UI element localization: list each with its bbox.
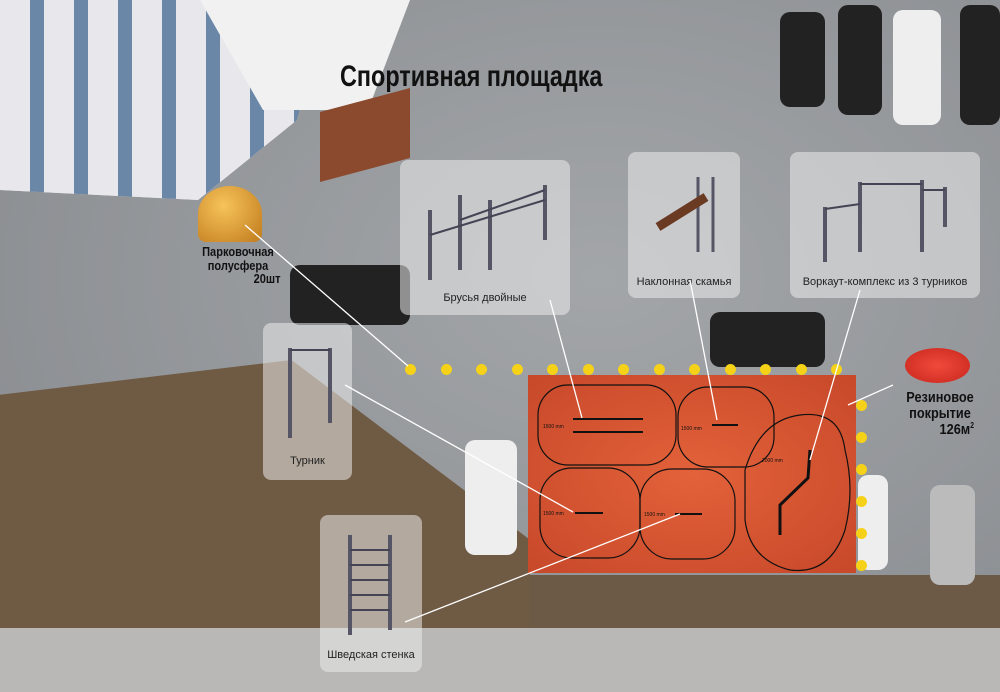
workout-complex-icon — [823, 180, 947, 262]
parked-car — [838, 5, 882, 115]
equipment-card-pull-up-bar: Турник — [263, 323, 352, 480]
arrow — [549, 299, 583, 419]
parked-car — [893, 10, 941, 125]
zone-outline — [744, 413, 851, 572]
wall-bars-icon — [348, 535, 392, 635]
bollard-dot — [511, 364, 523, 375]
bollard-dot — [856, 400, 867, 411]
bollard-dot — [856, 464, 867, 475]
bollard-dot — [689, 364, 700, 375]
arrow — [344, 384, 574, 513]
dimension-label: 1500 mm — [543, 424, 564, 430]
bollard-dot — [582, 364, 594, 375]
bollard-dot — [618, 364, 629, 375]
bollard-dot — [476, 364, 487, 375]
dimension-label: 2000 mm — [762, 458, 783, 464]
rubber-crumb-icon — [905, 348, 970, 383]
bollard-dot — [760, 364, 771, 375]
rubber-surface-area — [528, 375, 856, 573]
parked-car — [710, 312, 825, 367]
bollard-dot — [547, 364, 558, 375]
dimension-label: 1500 mm — [681, 426, 702, 432]
arrow — [689, 279, 718, 421]
parked-car — [858, 475, 888, 570]
arrow — [847, 384, 894, 406]
page-title: Спортивная площадка — [340, 60, 603, 93]
zone-outline — [639, 468, 736, 560]
zone-outline — [677, 386, 775, 468]
zone-outline — [537, 384, 677, 466]
bollard-dot — [856, 560, 867, 571]
lawn-strip — [530, 575, 1000, 635]
arrow — [809, 289, 861, 461]
bollard-dot — [795, 364, 807, 375]
incline-bench-icon — [655, 177, 715, 252]
equipment-card-workout-complex: Воркаут-комплекс из 3 турников — [790, 152, 980, 298]
parallel-bars-icon — [428, 185, 547, 280]
parked-car — [930, 485, 975, 585]
bollard-dot — [405, 364, 416, 375]
parked-car — [960, 5, 1000, 125]
dimension-label: 1500 mm — [543, 511, 564, 517]
equipment-card-incline-bench: Наклонная скамья — [628, 152, 740, 298]
bollard-dot — [856, 528, 867, 539]
arrow — [404, 513, 681, 623]
equipment-card-parallel-bars: Брусья двойные — [400, 160, 570, 315]
equipment-card-wall-bars: Шведская стенка — [320, 515, 422, 672]
bollard-dot — [653, 364, 665, 375]
bollard-dot — [724, 364, 736, 375]
dimension-label: 1500 mm — [644, 512, 665, 518]
bollard-dot — [856, 496, 867, 507]
parked-car — [780, 12, 825, 107]
bollard-dot — [440, 364, 452, 375]
pull-up-bar-icon — [288, 348, 332, 438]
arrow — [244, 224, 409, 367]
parked-car — [465, 440, 517, 555]
sidewalk — [0, 628, 1000, 692]
bollard-dot — [856, 432, 867, 443]
parking-hemisphere-icon — [198, 186, 262, 242]
